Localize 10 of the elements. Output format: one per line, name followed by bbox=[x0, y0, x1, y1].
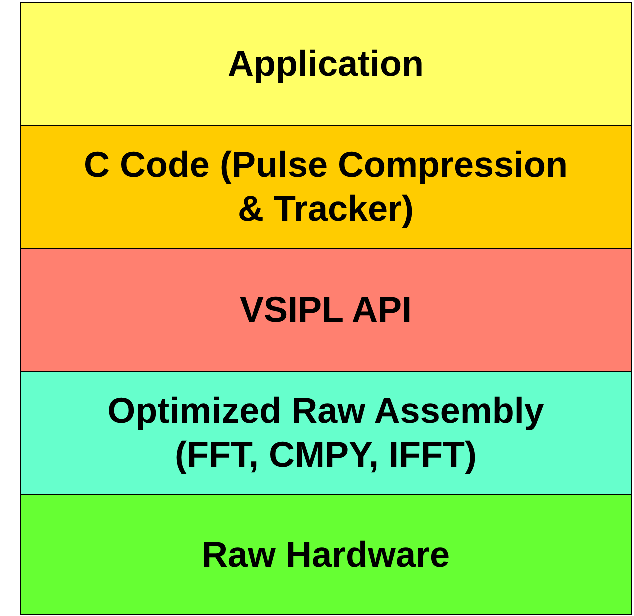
layer-label: Optimized Raw Assembly (FFT, CMPY, IFFT) bbox=[106, 389, 546, 477]
layer-box bbox=[20, 371, 632, 495]
layer-label: C Code (Pulse Compression & Tracker) bbox=[82, 143, 570, 231]
layer-box bbox=[20, 248, 632, 372]
layer-box bbox=[20, 494, 632, 615]
layer-label: Application bbox=[228, 42, 424, 86]
layer-label: VSIPL API bbox=[240, 288, 412, 332]
layer-box bbox=[20, 2, 632, 126]
layer-box bbox=[20, 125, 632, 249]
layer-label: Raw Hardware bbox=[202, 532, 450, 576]
